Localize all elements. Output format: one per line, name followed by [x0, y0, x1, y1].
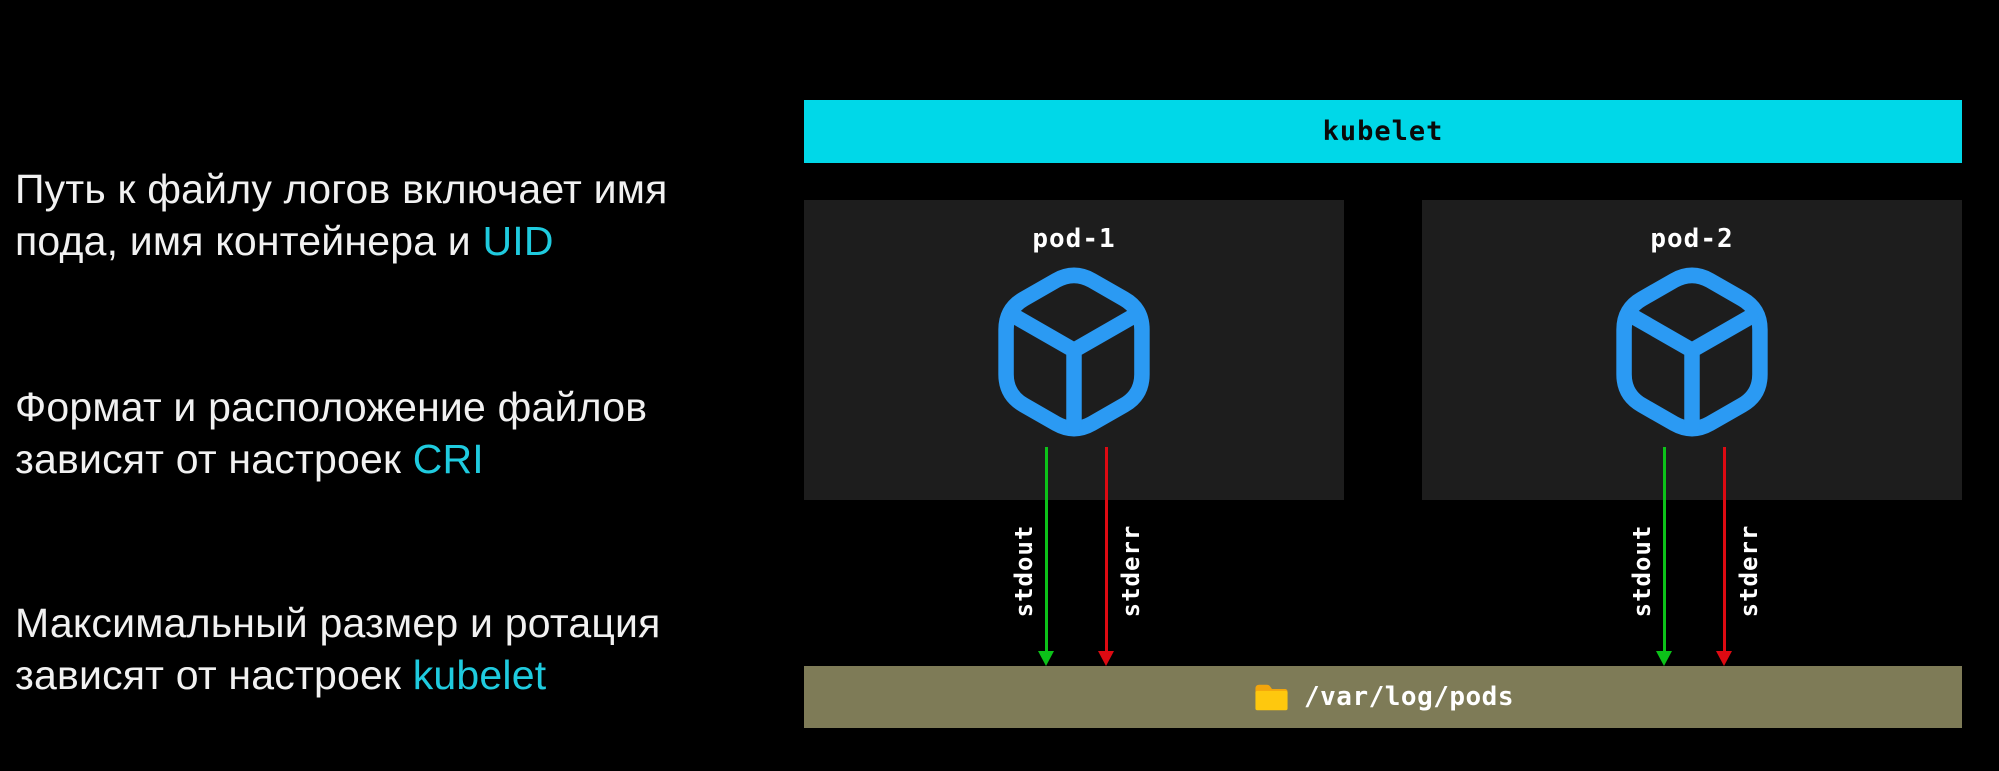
stderr-label: stderr	[1735, 524, 1763, 618]
stderr-arrow	[1098, 447, 1114, 666]
log-dir-bar: /var/log/pods	[804, 666, 1962, 728]
pod-2-name-label: pod-2	[1650, 224, 1734, 254]
note-text: зависят от настроек	[15, 436, 402, 482]
note-kubelet: Максимальный размер и ротация зависят от…	[15, 597, 715, 701]
kubelet-bar: kubelet	[804, 100, 1962, 163]
kubelet-bar-label: kubelet	[1322, 116, 1444, 147]
stderr-arrow	[1716, 447, 1732, 666]
note-log-path: Путь к файлу логов включает имя пода, им…	[15, 163, 715, 267]
stdout-arrow	[1038, 447, 1054, 666]
pod-box-1: pod-1 stdout stderr	[804, 200, 1344, 666]
cube-icon	[1616, 267, 1768, 437]
note-line: Максимальный размер и ротация	[15, 600, 661, 646]
note-accent: CRI	[412, 436, 484, 482]
stdout-arrow	[1656, 447, 1672, 666]
note-line: Путь к файлу логов включает имя	[15, 166, 668, 212]
note-line: пода, имя контейнера и UID	[15, 215, 715, 267]
note-line: зависят от настроек CRI	[15, 433, 715, 485]
note-cri: Формат и расположение файлов зависят от …	[15, 381, 715, 485]
stdout-label: stdout	[1628, 524, 1656, 618]
note-text: зависят от настроек	[15, 652, 402, 698]
note-line: Формат и расположение файлов	[15, 384, 648, 430]
stderr-label: stderr	[1117, 524, 1145, 618]
cube-icon	[998, 267, 1150, 437]
folder-icon	[1255, 684, 1288, 711]
log-dir-path: /var/log/pods	[1304, 682, 1514, 712]
pod-1-name-label: pod-1	[1032, 224, 1116, 254]
note-line: зависят от настроек kubelet	[15, 649, 715, 701]
note-accent: UID	[482, 218, 554, 264]
stdout-label: stdout	[1010, 524, 1038, 618]
note-accent: kubelet	[412, 652, 547, 698]
note-text: пода, имя контейнера и	[15, 218, 471, 264]
kubelet-logging-diagram: kubelet pod-1 stdout stderr pod-2 stdout	[804, 100, 1962, 730]
pod-box-2: pod-2 stdout stderr	[1422, 200, 1962, 666]
